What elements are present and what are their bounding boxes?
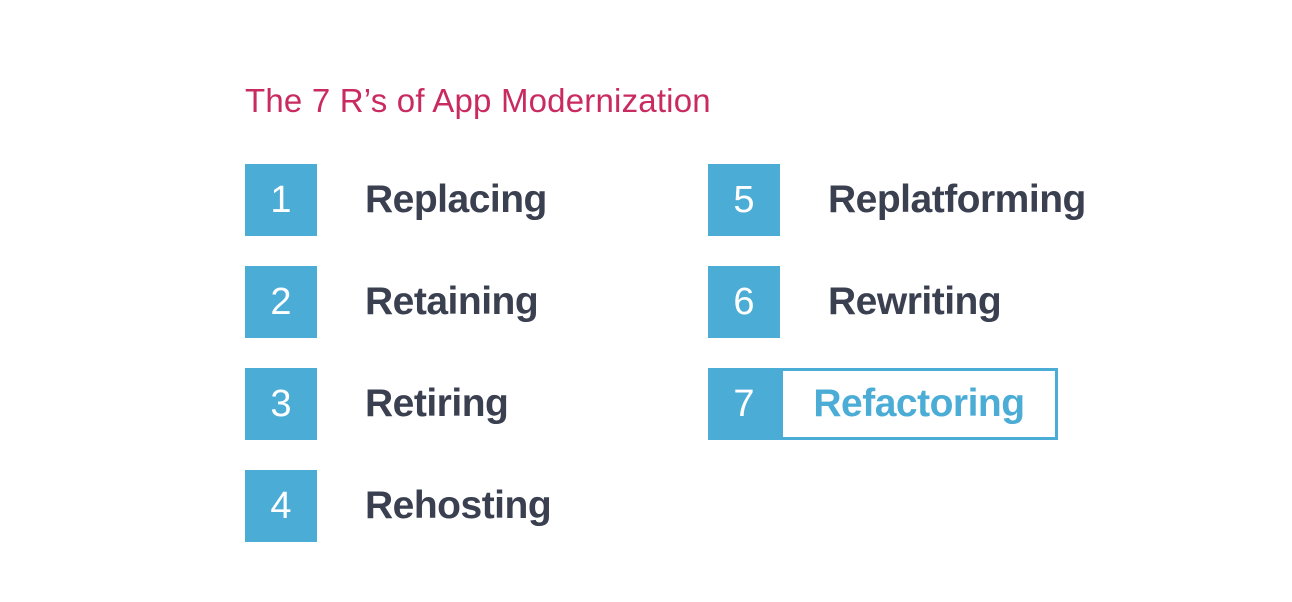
item-number-badge: 1	[245, 164, 317, 236]
item-row-rewriting: 6 Rewriting	[708, 266, 1086, 338]
item-row-retiring: 3 Retiring	[245, 368, 551, 440]
item-label: Rehosting	[365, 484, 552, 527]
item-row-refactoring: 7 Refactoring	[708, 368, 1086, 440]
item-row-rehosting: 4 Rehosting	[245, 470, 552, 542]
item-label-highlighted: Refactoring	[813, 382, 1025, 425]
item-label: Retiring	[365, 382, 509, 425]
item-label: Replatforming	[828, 178, 1086, 221]
item-row-retaining: 2 Retaining	[245, 266, 551, 338]
item-number-badge: 4	[245, 470, 317, 542]
item-label: Replacing	[365, 178, 547, 221]
item-number-badge: 3	[245, 368, 317, 440]
highlight-box: Refactoring	[780, 368, 1058, 440]
column-right: 5 Replatforming 6 Rewriting 7 Refactorin…	[708, 164, 1086, 470]
column-left: 1 Replacing 2 Retaining 3 Retiring 4 Reh…	[245, 164, 552, 572]
item-number-badge: 2	[245, 266, 317, 338]
item-row-replatforming: 5 Replatforming	[708, 164, 1086, 236]
item-number-badge: 7	[708, 368, 780, 440]
item-label: Rewriting	[828, 280, 1002, 323]
page-title: The 7 R’s of App Modernization	[245, 82, 711, 119]
item-number-badge: 5	[708, 164, 780, 236]
item-number-badge: 6	[708, 266, 780, 338]
item-label: Retaining	[365, 280, 539, 323]
item-row-replacing: 1 Replacing	[245, 164, 551, 236]
